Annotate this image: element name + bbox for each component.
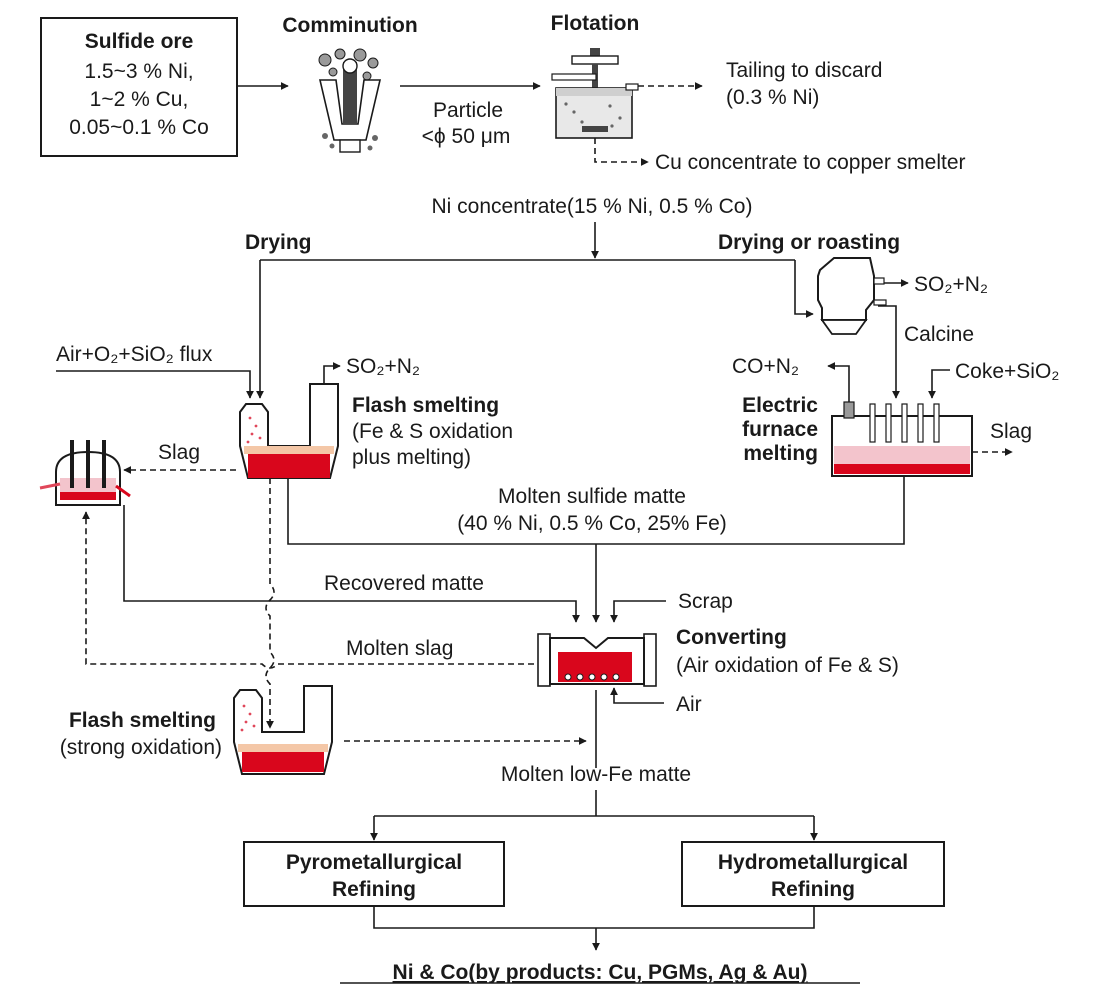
- ni-concentrate-label: Ni concentrate(15 % Ni, 0.5 % Co): [432, 195, 753, 218]
- flash-smelting-desc2: plus melting): [352, 446, 471, 469]
- flash-smelting-desc1: (Fe & S oxidation: [352, 420, 513, 443]
- comminution-title: Comminution: [282, 14, 417, 37]
- converting-subtitle: (Air oxidation of Fe & S): [676, 654, 899, 677]
- ef-feed-arrow: [928, 369, 950, 399]
- flash-smelting-furnace-icon: [239, 383, 339, 479]
- concentrate-to-roaster-arrow: [794, 260, 814, 318]
- tailing-grade-label: (0.3 % Ni): [726, 86, 819, 109]
- final-product-label: Ni & Co(by products: Cu, PGMs, Ag & Au): [393, 961, 808, 984]
- calcine-label: Calcine: [904, 323, 974, 346]
- pyro-label1: Pyrometallurgical: [286, 851, 462, 874]
- flash2-title: Flash smelting: [69, 709, 216, 732]
- flotation-title: Flotation: [551, 12, 640, 35]
- flash-smelting-2-furnace-icon: [233, 685, 333, 775]
- converter-icon: [537, 633, 657, 687]
- ore-title: Sulfide ore: [85, 30, 194, 53]
- matte-label1: Molten sulfide matte: [498, 485, 686, 508]
- ore-cu-grade: 1~2 % Cu,: [90, 88, 189, 111]
- slag-cleaning-furnace-icon: [39, 440, 131, 506]
- low-fe-matte-label: Molten low-Fe matte: [501, 763, 691, 786]
- sulfide-ore-box: Sulfide ore 1.5~3 % Ni, 1~2 % Cu, 0.05~0…: [40, 17, 238, 157]
- particle-label: Particle: [433, 99, 503, 122]
- cu-concentrate-label: Cu concentrate to copper smelter: [655, 151, 966, 174]
- electric-furnace-icon: [831, 401, 973, 477]
- ore-ni-grade: 1.5~3 % Ni,: [84, 60, 193, 83]
- scrap-arrow: [610, 600, 666, 623]
- drying-left-label: Drying: [245, 231, 312, 254]
- roaster-gas-label: SO₂+N₂: [914, 273, 988, 296]
- hydro-label2: Refining: [771, 878, 855, 901]
- matte-label2: (40 % Ni, 0.5 % Co, 25% Fe): [457, 512, 727, 535]
- flotation-cell-icon: [551, 48, 639, 139]
- flash-slag-label: Slag: [158, 441, 200, 464]
- flash-gas-label: SO₂+N₂: [346, 355, 420, 378]
- hydro-label1: Hydrometallurgical: [718, 851, 908, 874]
- recovered-matte-arrow: [123, 505, 580, 623]
- particle-size-label: <ϕ 50 μm: [422, 125, 511, 148]
- scrap-label: Scrap: [678, 590, 733, 613]
- drying-right-label: Drying or roasting: [718, 231, 900, 254]
- tailing-label: Tailing to discard: [726, 59, 882, 82]
- flash-gas-arrow: [323, 362, 341, 384]
- flash2-subtitle: (strong oxidation): [60, 736, 222, 759]
- pyrometallurgical-refining-box: Pyrometallurgical Refining: [243, 841, 505, 907]
- molten-slag-arrow: [82, 511, 534, 669]
- ef-gas-label: CO+N₂: [732, 355, 799, 378]
- air-arrow: [610, 687, 664, 704]
- ef-slag-label: Slag: [990, 420, 1032, 443]
- ef-title2: furnace: [742, 418, 818, 441]
- ef-feed-label: Coke+SiO₂: [955, 360, 1059, 383]
- flash-feed-arrow: [56, 370, 254, 399]
- ore-co-grade: 0.05~0.1 % Co: [69, 116, 209, 139]
- ef-gas-arrow: [827, 362, 850, 402]
- air-label: Air: [676, 693, 702, 716]
- converting-title: Converting: [676, 626, 787, 649]
- ef-title3: melting: [743, 442, 818, 465]
- flash-smelting-title: Flash smelting: [352, 394, 499, 417]
- flash-feed-label: Air+O₂+SiO₂ flux: [56, 343, 213, 366]
- calcine-arrow: [878, 305, 900, 399]
- crusher-icon: [318, 48, 382, 153]
- recovered-matte-label: Recovered matte: [324, 572, 484, 595]
- ef-title1: Electric: [742, 394, 818, 417]
- molten-slag-label: Molten slag: [346, 637, 453, 660]
- cu-concentrate-arrow: [594, 138, 649, 166]
- refining-merge-line: [373, 906, 815, 929]
- pyro-label2: Refining: [332, 878, 416, 901]
- roaster-icon: [817, 257, 887, 335]
- matte-to-flash2-arrow: [265, 478, 275, 729]
- hydrometallurgical-refining-box: Hydrometallurgical Refining: [681, 841, 945, 907]
